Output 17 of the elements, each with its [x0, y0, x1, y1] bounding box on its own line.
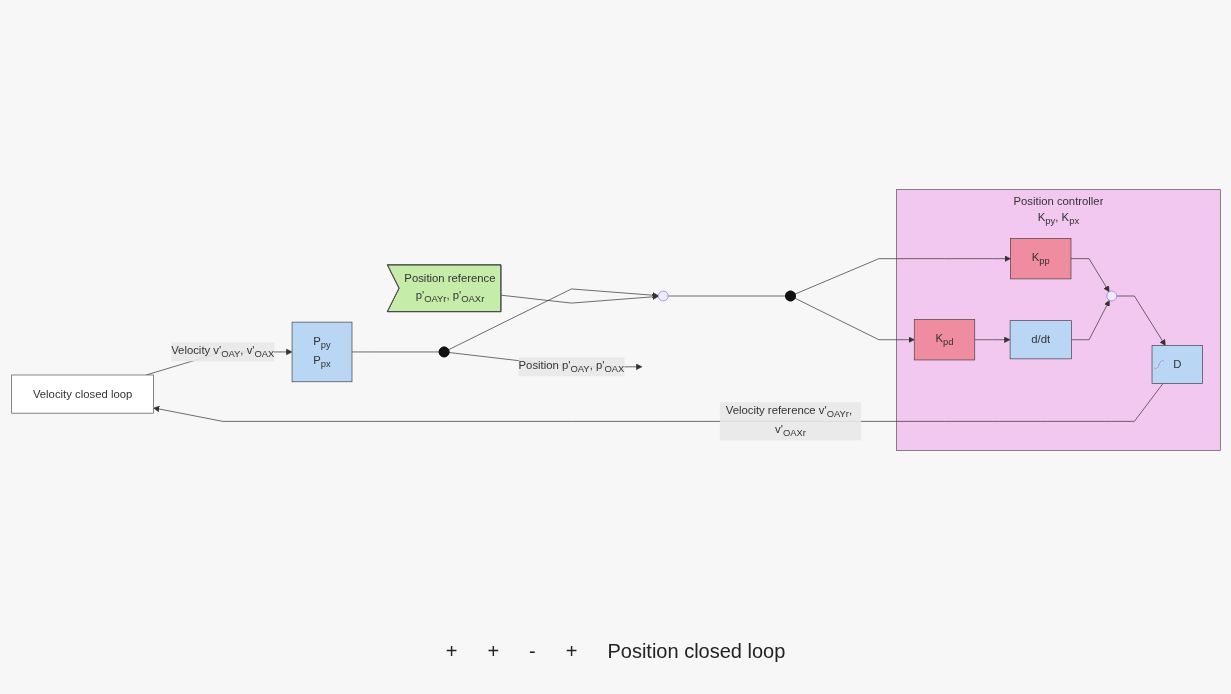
node-box: P$_{py}$ P$_{px}$ [291, 321, 352, 383]
note-label: + [565, 640, 578, 663]
note-label: + [487, 640, 500, 663]
node-circle [1105, 290, 1117, 302]
note-label: - [529, 640, 536, 663]
note-label: Position closed loop [607, 640, 786, 663]
connector [667, 295, 786, 297]
node-circle [657, 290, 668, 302]
edge-label: Position p'$_{OAY}$, p'$_{OAX}$ [518, 359, 624, 375]
edge-label: Velocity v'$_{OAY}$, v'$_{OAX}$ [170, 344, 274, 360]
node-box: Velocity closed loop [10, 374, 154, 414]
connector [351, 351, 440, 353]
node-box: K$_{pp}$ [1009, 238, 1071, 280]
node-box: d/dt [1009, 320, 1072, 360]
node-box: K$_{pd}$ [913, 319, 975, 361]
edge-label: Velocity reference v'$_{OAYr}$, v'$_{OAXr}$ [725, 404, 852, 439]
note-label: + [445, 640, 458, 663]
